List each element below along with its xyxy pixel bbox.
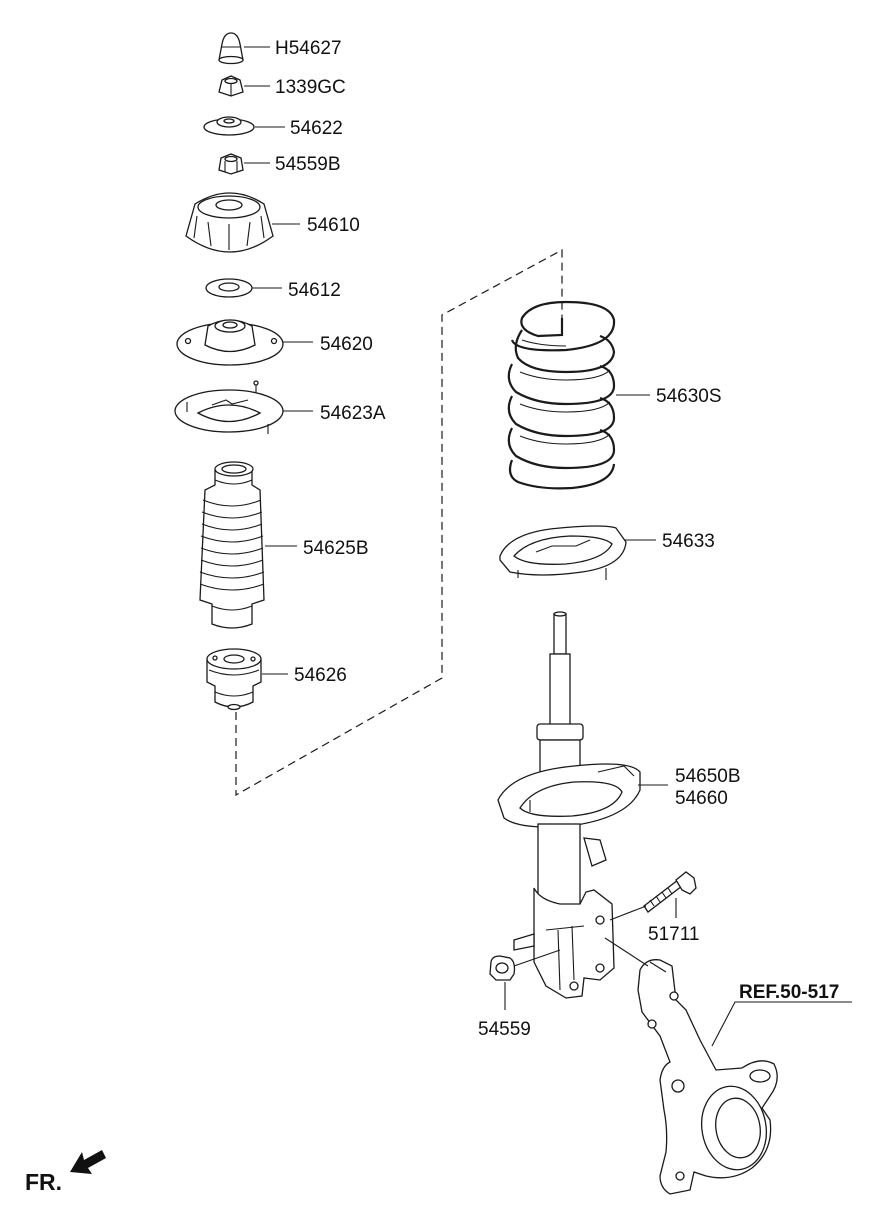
part-steering-knuckle[interactable] [637,959,778,1195]
label-54622: 54622 [290,118,343,139]
part-dust-boot-54625b[interactable] [199,461,265,629]
label-54625b: 54625B [303,538,369,559]
label-54610: 54610 [307,215,360,236]
assembly-dashed-line [235,248,563,797]
label-h54627: H54627 [275,38,342,59]
front-direction-indicator: FR. [25,1150,106,1195]
label-54660: 54660 [675,788,728,809]
label-54623a: 54623A [320,403,386,424]
label-51711: 51711 [648,924,699,945]
front-arrow-icon [70,1150,106,1174]
label-54559: 54559 [478,1019,531,1040]
label-54633: 54633 [662,531,715,552]
label-ref-50-517: REF.50-517 [739,982,839,1003]
part-mount-54610[interactable] [185,192,274,253]
part-nut-1339gc[interactable] [218,75,244,97]
part-washer-54622[interactable] [203,116,255,136]
part-spring-pad-54633[interactable] [499,525,627,580]
part-insulator-54620[interactable] [176,319,284,366]
leader-ref-50-517 [711,1001,852,1047]
part-bump-stopper-54626[interactable] [206,648,262,711]
label-54626: 54626 [294,665,347,686]
part-cap-h54627[interactable] [218,32,244,65]
part-nut-54559b[interactable] [218,153,244,175]
label-54630s: 54630S [656,386,722,407]
label-54620: 54620 [320,334,373,355]
part-washer-54612[interactable] [205,278,253,298]
part-strut-54650b-54660[interactable] [497,611,641,999]
part-bolt-51711[interactable] [643,871,697,913]
leader-54559-stud [513,949,561,967]
part-nut-54559[interactable] [489,955,516,981]
label-54612: 54612 [288,280,341,301]
part-spring-seat-54623a[interactable] [174,380,284,434]
leader-knuckle-to-strut [604,937,649,967]
label-1339gc: 1339GC [275,77,346,98]
part-coil-spring-54630s[interactable] [507,300,616,490]
label-54650b: 54650B [675,766,741,787]
label-front: FR. [25,1169,62,1195]
label-54559b: 54559B [275,154,341,175]
leader-51711 [609,905,647,921]
